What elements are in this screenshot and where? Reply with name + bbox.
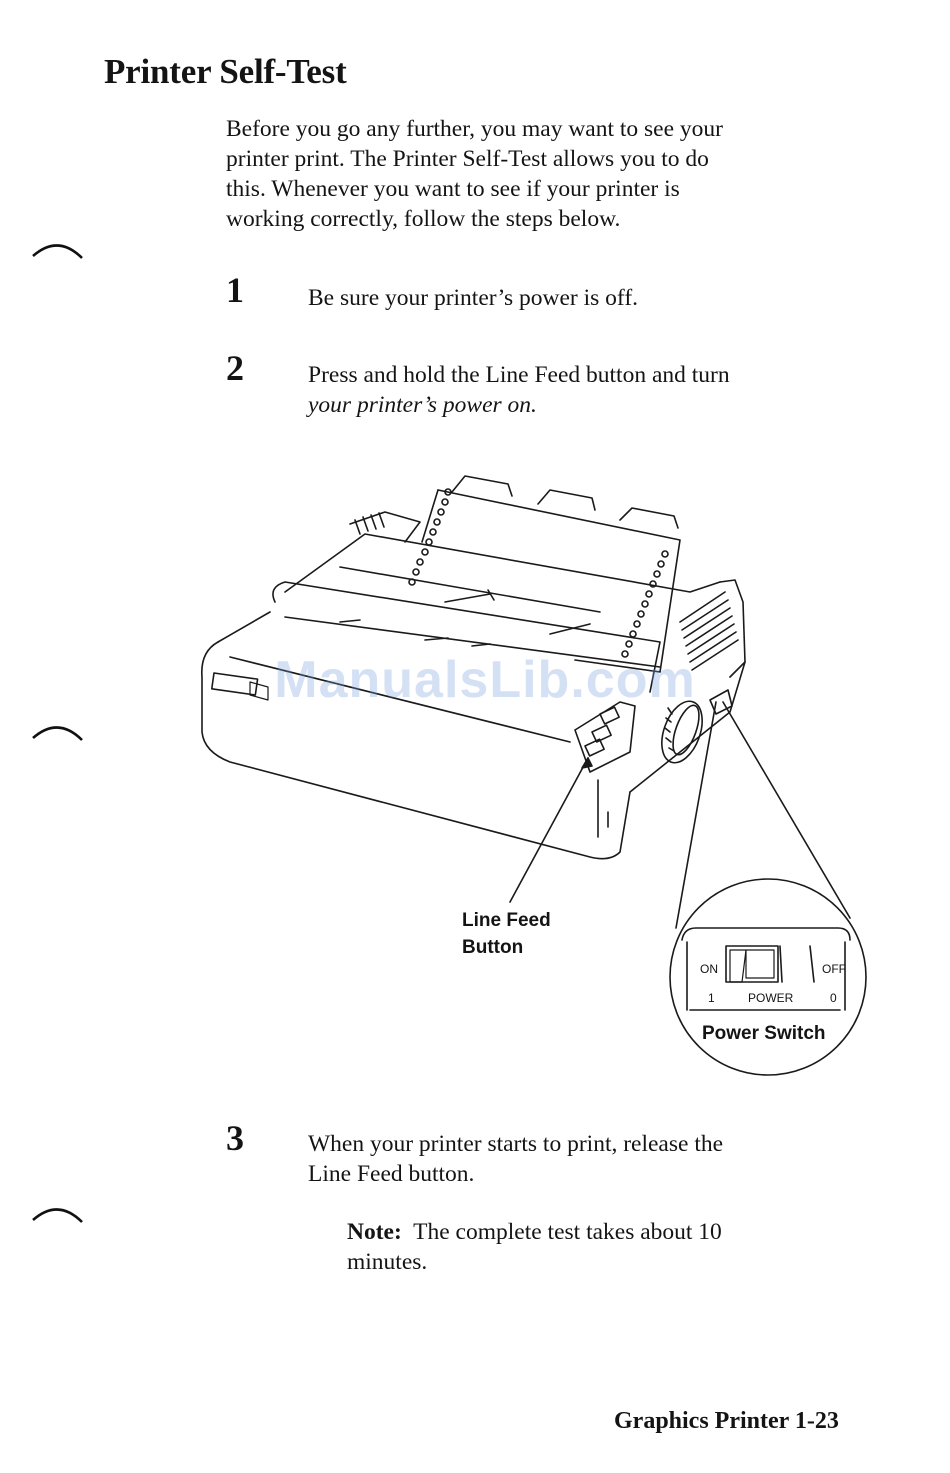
line-feed-label-line: Button: [462, 937, 524, 958]
switch-zero-label: 0: [830, 991, 837, 1005]
note-text: The complete test takes about 10: [413, 1219, 722, 1245]
binder-hole-mark: [32, 1208, 83, 1223]
intro-line: working correctly, follow the steps belo…: [226, 206, 621, 232]
page-title: Printer Self-Test: [104, 52, 347, 91]
step-text: Press and hold the Line Feed button and …: [308, 360, 888, 420]
intro-line: printer print. The Printer Self-Test all…: [226, 146, 709, 172]
intro-line: Before you go any further, you may want …: [226, 116, 723, 142]
printer-illustration: [201, 475, 867, 1076]
step-number: 2: [226, 348, 244, 388]
step-line: Press and hold the Line Feed button and …: [308, 362, 730, 388]
note-line: minutes.: [347, 1249, 428, 1275]
power-switch-label: Power Switch: [702, 1023, 826, 1044]
page-footer: Graphics Printer 1-23: [614, 1408, 839, 1434]
step-line: Be sure your printer’s power is off.: [308, 285, 639, 311]
line-feed-label-line: Line Feed: [462, 910, 551, 931]
switch-on-label: ON: [700, 962, 718, 976]
note-line: Note: The complete test takes about 10: [347, 1217, 867, 1247]
step-text: Be sure your printer’s power is off.: [308, 283, 888, 313]
switch-one-label: 1: [708, 991, 715, 1005]
intro-paragraph: Before you go any further, you may want …: [226, 114, 866, 234]
note-block: Note: The complete test takes about 10 m…: [347, 1217, 867, 1277]
step-line: Line Feed button.: [308, 1161, 475, 1187]
line-feed-label: Line Feed Button: [462, 907, 551, 961]
step-line: When your printer starts to print, relea…: [308, 1131, 724, 1157]
binder-hole-mark: [32, 726, 83, 741]
intro-line: this. Whenever you want to see if your p…: [226, 176, 680, 202]
switch-power-label: POWER: [748, 991, 794, 1005]
watermark: ManualsLib.com: [274, 651, 696, 709]
step-line: your printer’s power on.: [308, 392, 537, 418]
step-number: 1: [226, 270, 244, 310]
binder-hole-mark: [32, 244, 83, 259]
note-label: Note:: [347, 1219, 402, 1245]
step-number: 3: [226, 1118, 244, 1158]
step-text: When your printer starts to print, relea…: [308, 1129, 888, 1189]
switch-off-label: OFF: [822, 962, 846, 976]
